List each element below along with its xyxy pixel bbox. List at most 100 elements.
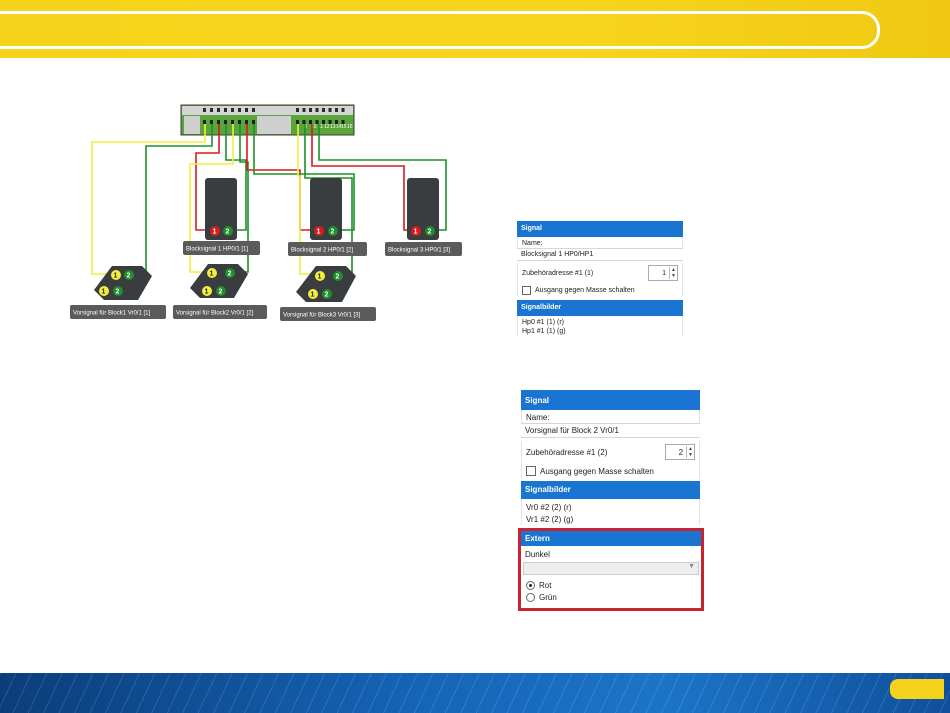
terminal-screw bbox=[328, 120, 332, 124]
signal-label: Vorsignal für Block2 Vr0/1 [2] bbox=[176, 311, 253, 317]
chevron-down-icon[interactable]: ▼ bbox=[671, 273, 676, 279]
terminal-screw bbox=[217, 120, 220, 124]
signal-properties-panel-1: Signal Name: Blocksignal 1 HP0/HP1 Zubeh… bbox=[517, 221, 683, 351]
terminal-screw bbox=[245, 120, 248, 124]
circuit-pattern bbox=[0, 673, 950, 713]
signal-lamp-green bbox=[223, 226, 233, 236]
radio-green-option[interactable]: Grün bbox=[521, 590, 701, 602]
address-value[interactable]: 2 bbox=[678, 447, 684, 457]
panel-header: Signal bbox=[521, 390, 700, 410]
wire-yellow bbox=[189, 124, 234, 273]
signal-lamp-green bbox=[322, 289, 332, 299]
lamp-number: 2 bbox=[226, 229, 230, 236]
terminal-screw bbox=[252, 120, 255, 124]
terminal-pin bbox=[252, 108, 255, 112]
signal-label: Blocksignal 3 HP0/1 [3] bbox=[388, 248, 450, 254]
pre-signal-1: 1 2 1 2 Vorsignal für Block1 Vr0/1 [1] bbox=[70, 266, 166, 319]
signal-images-header: Signalbilder bbox=[517, 300, 683, 316]
signal-lamp-yellow bbox=[99, 286, 109, 296]
lamp-number: 2 bbox=[336, 274, 340, 281]
signal-lamp-red bbox=[210, 226, 220, 236]
terminal-screw bbox=[224, 120, 227, 124]
chevron-down-icon[interactable]: ▼ bbox=[688, 452, 693, 458]
lamp-number: 1 bbox=[414, 229, 418, 236]
terminal-screw bbox=[296, 120, 299, 124]
radio-red-label: Rot bbox=[539, 581, 552, 590]
terminal-pin bbox=[341, 108, 345, 112]
ground-checkbox-row[interactable]: Ausgang gegen Masse schalten bbox=[521, 463, 700, 479]
address-row: Zubehöradresse #1 (1) 1 ▲▼ bbox=[517, 263, 683, 283]
dark-select[interactable]: ▼ bbox=[523, 562, 699, 575]
signal-image-item[interactable]: Hp1 #1 (1) (g) bbox=[517, 327, 683, 336]
panel-header: Signal bbox=[517, 221, 683, 237]
signal-label: Blocksignal 2 HP0/1 [2] bbox=[291, 248, 353, 254]
signal-lamp-yellow bbox=[111, 270, 121, 280]
address-stepper[interactable]: 1 ▲▼ bbox=[648, 265, 678, 281]
address-label: Zubehöradresse #1 (1) bbox=[522, 269, 594, 277]
block-signal-2: 1 2 Blocksignal 2 HP0/1 [2] bbox=[288, 178, 367, 256]
bottom-tab bbox=[890, 679, 944, 699]
channel-number: 13 bbox=[330, 124, 336, 130]
name-field[interactable]: Vorsignal für Block 2 Vr0/1 bbox=[521, 423, 700, 438]
terminal-pin bbox=[245, 108, 248, 112]
lamp-number: 1 bbox=[318, 274, 322, 281]
signal-lamp-yellow bbox=[308, 289, 318, 299]
dark-label: Dunkel bbox=[525, 550, 550, 559]
lamp-number: 2 bbox=[127, 273, 131, 280]
terminal-screw bbox=[341, 120, 345, 124]
ground-checkbox-row[interactable]: Ausgang gegen Masse schalten bbox=[517, 283, 683, 297]
wire-green bbox=[225, 124, 247, 231]
terminal-screw bbox=[322, 120, 325, 124]
chevron-down-icon[interactable]: ▼ bbox=[688, 563, 695, 570]
lamp-number: 2 bbox=[331, 229, 335, 236]
stepper-arrows[interactable]: ▲▼ bbox=[686, 446, 694, 458]
extern-header: Extern bbox=[521, 531, 701, 546]
ground-checkbox[interactable] bbox=[522, 285, 531, 295]
signal-lamp-green bbox=[124, 270, 134, 280]
terminal-pin bbox=[322, 108, 325, 112]
terminal-screw bbox=[203, 120, 206, 124]
radio-red-option[interactable]: Rot bbox=[521, 578, 701, 590]
terminal-screw bbox=[231, 120, 234, 124]
lamp-number: 1 bbox=[311, 292, 315, 299]
terminal-pin bbox=[296, 108, 299, 112]
channel-number: 16 bbox=[347, 124, 353, 130]
name-field[interactable]: Blocksignal 1 HP0/HP1 bbox=[517, 248, 683, 261]
address-stepper[interactable]: 2 ▲▼ bbox=[665, 444, 695, 460]
chevron-up-icon[interactable]: ▲ bbox=[671, 267, 676, 273]
name-label: Name: bbox=[517, 237, 683, 248]
signal-image-item[interactable]: Vr1 #2 (2) (g) bbox=[521, 513, 700, 525]
address-label: Zubehöradresse #1 (2) bbox=[526, 447, 608, 457]
terminal-pin bbox=[203, 108, 206, 112]
terminal-pin bbox=[238, 108, 241, 112]
signal-label: Blocksignal 1 HP0/1 [1] bbox=[186, 247, 248, 253]
terminal-pin bbox=[231, 108, 234, 112]
pre-signal-2: 1 2 1 2 Vorsignal für Block2 Vr0/1 [2] bbox=[173, 264, 267, 319]
terminal-pins-left bbox=[203, 108, 255, 124]
signal-images-header: Signalbilder bbox=[521, 481, 700, 499]
wire-green bbox=[253, 124, 355, 231]
terminal-pin bbox=[224, 108, 227, 112]
stepper-arrows[interactable]: ▲▼ bbox=[669, 267, 677, 279]
ground-label: Ausgang gegen Masse schalten bbox=[540, 466, 654, 476]
lamp-number: 1 bbox=[317, 229, 321, 236]
chevron-up-icon[interactable]: ▲ bbox=[688, 446, 693, 452]
lamp-number: 1 bbox=[210, 271, 214, 278]
block-signal-1: 1 2 Blocksignal 1 HP0/1 [1] bbox=[183, 178, 260, 255]
lamp-number: 1 bbox=[213, 229, 217, 236]
signal-lamp-yellow bbox=[315, 271, 325, 281]
lamp-number: 2 bbox=[116, 289, 120, 296]
wire-red bbox=[246, 124, 318, 231]
radio-green-label: Grün bbox=[539, 593, 557, 602]
extern-section: Extern Dunkel ▼ Rot Grün bbox=[518, 528, 704, 611]
pre-signal-3: 1 2 1 2 Vorsignal für Block3 Vr0/1 [3] bbox=[280, 266, 376, 321]
ground-checkbox[interactable] bbox=[526, 466, 536, 476]
signal-image-item[interactable]: Hp0 #1 (1) (r) bbox=[517, 316, 683, 327]
terminal-screw bbox=[335, 120, 338, 124]
radio-green[interactable] bbox=[526, 593, 535, 602]
address-value[interactable]: 1 bbox=[662, 269, 667, 277]
signal-image-item[interactable]: Vr0 #2 (2) (r) bbox=[521, 499, 700, 513]
terminal-pin bbox=[315, 108, 319, 112]
terminal-pins-right bbox=[296, 108, 345, 124]
radio-red[interactable] bbox=[526, 581, 535, 590]
